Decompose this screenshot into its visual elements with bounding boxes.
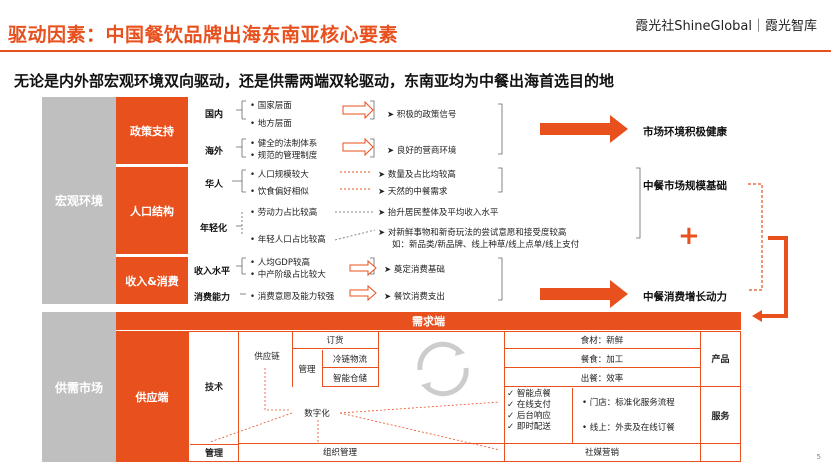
domestic-item-2: • 地方层面 [250,119,292,129]
domestic-result: ➤ 积极的政策信号 [387,110,457,120]
brand-logo: 霞光社ShineGlobal｜霞光智库 [635,19,817,34]
purchase-cell: 订货 [292,331,378,349]
mgmt-label: 管理 [190,444,238,460]
cold-chain-cell: 冷链物流 [322,350,378,368]
social-cell: 社媒营销 [584,448,619,458]
org-mgmt-cell: 组织管理 [322,448,357,458]
chinese-item-1: • 人口规模较大 [250,170,309,180]
chinese-result-2: ➤ 天然的中餐需求 [378,187,448,197]
macro-section-label: 宏观环境 [42,97,116,304]
chinese-result-1: ➤ 数量及占比均较高 [378,170,456,180]
income-level-label: 收入水平 [194,267,231,277]
overseas-label: 海外 [205,147,224,157]
income-item-2: • 中产阶级占比较大 [250,270,326,280]
chinese-item-2: • 饮食偏好相似 [250,187,309,197]
young-result-1: ➤ 抬升居民整体及平均收入水平 [378,208,499,218]
tech-label: 技术 [204,382,223,393]
title-divider [0,50,831,52]
overseas-result: ➤ 良好的营商环境 [387,146,457,156]
management-cell: 管理 [298,365,316,375]
supply-chain-cell: 供应链 [254,352,280,362]
policy-label: 政策支持 [116,97,188,164]
young-result-3: 如：新品类/新品牌、线上种草/线上点单/线上支付 [392,240,580,250]
page-number: 5 [816,453,821,461]
domestic-label: 国内 [205,110,224,120]
income-label: 收入&消费 [116,256,188,304]
cycle-icon [417,341,469,397]
digital-cell: 数字化 [304,409,330,419]
check-item: ✓ 后台响应 [507,411,551,421]
overseas-item-1: • 健全的法制体系 [250,139,318,149]
young-result-2: ➤ 对新鲜事物和新奇玩法的尝试意愿和接受度较高 [378,228,567,238]
consumption-item: • 消费意愿及能力较强 [250,292,335,302]
young-label: 年轻化 [200,224,228,234]
young-item-2: • 年轻人口占比较高 [250,235,326,245]
domestic-item-1: • 国家层面 [250,101,292,111]
ingredients-cell: 食材：新鲜 [504,331,700,349]
check-item: ✓ 即时配送 [507,422,551,432]
young-item-1: • 劳动力占比较高 [250,208,318,218]
serving-cell: 出餐：效率 [504,369,700,387]
store-service: • 门店：标准化服务流程 [582,398,675,408]
check-item: ✓ 在线支付 [507,400,551,410]
online-service: • 线上：外卖及在线订餐 [582,423,675,433]
consumption-label: 消费能力 [194,293,231,303]
product-label: 产品 [700,331,741,387]
page-title: 驱动因素：中国餐饮品牌出海东南亚核心要素 [8,24,399,46]
income-conclusion: 中餐消费增长动力 [643,291,727,303]
market-section-label: 供需市场 [42,312,116,462]
plus-sign: + [678,221,700,251]
income-item-1: • 人均GDP较高 [250,258,310,268]
income-result: ➤ 奠定消费基础 [384,265,445,275]
demand-bar: 需求端 [116,312,741,330]
service-checklist: ✓ 智能点餐 ✓ 在线支付 ✓ 后台响应 ✓ 即时配送 [507,389,571,433]
overseas-item-2: • 规范的管理制度 [250,151,318,161]
population-label: 人口结构 [116,166,188,254]
consumption-result: ➤ 餐饮消费支出 [384,292,445,302]
page-subtitle: 无论是内外部宏观环境双向驱动，还是供需两端双轮驱动，东南亚均为中餐出海首选目的地 [14,72,615,90]
supply-label: 供应端 [116,331,188,462]
population-conclusion: 中餐市场规模基础 [643,180,727,192]
policy-conclusion: 市场环境积极健康 [643,126,727,138]
meal-cell: 餐食：加工 [504,350,700,368]
check-item: ✓ 智能点餐 [507,389,551,399]
smart-storage-cell: 智能仓储 [322,369,378,387]
service-label: 服务 [700,388,741,444]
chinese-label: 华人 [205,180,224,190]
